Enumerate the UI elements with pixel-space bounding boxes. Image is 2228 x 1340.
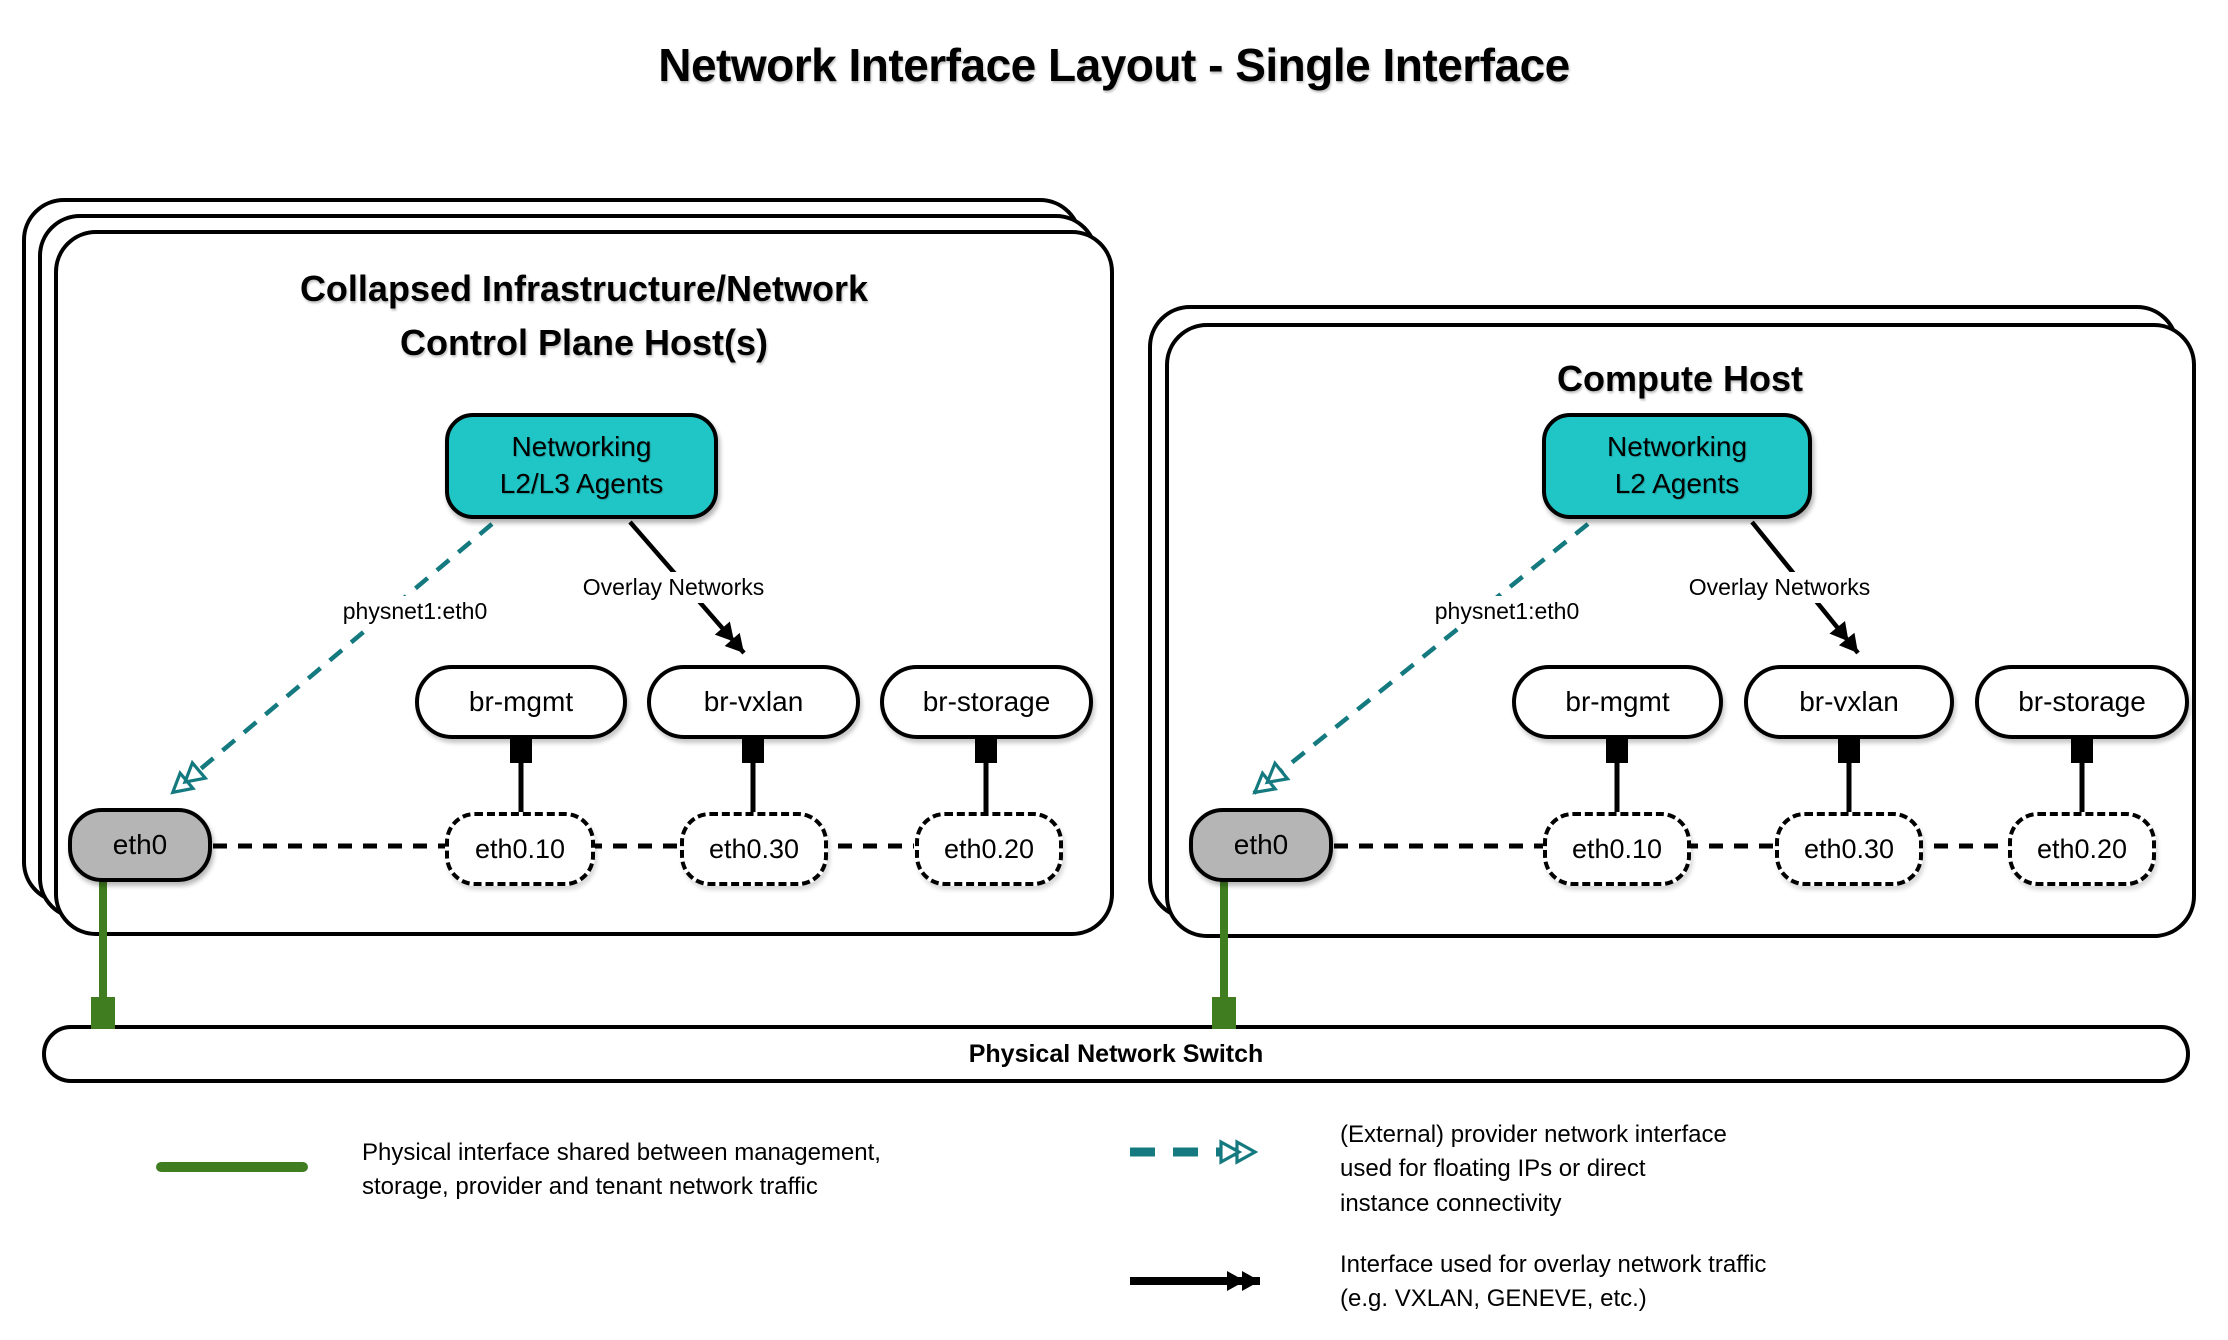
- physnet-label-control: physnet1:eth0: [300, 596, 530, 627]
- legend-physical-line-text: Physical interface shared between manage…: [362, 1139, 881, 1201]
- bridge-br-storage-control: br-storage: [880, 665, 1093, 739]
- bridge-port-square-icon: [2071, 739, 2093, 763]
- legend-physical-line-icon: [156, 1162, 308, 1172]
- bridge-br-storage-compute: br-storage: [1975, 665, 2189, 739]
- vlan-eth0-10-compute: eth0.10: [1543, 812, 1691, 886]
- vlan-eth0-10-control: eth0.10: [445, 812, 595, 886]
- networking-agents-box-compute: Networking L2 Agents: [1542, 413, 1812, 519]
- provider-network-arrow-control: [170, 522, 494, 795]
- physnet-label-compute: physnet1:eth0: [1392, 596, 1622, 627]
- eth0-box-control: eth0: [68, 808, 212, 882]
- bridge-port-square-icon: [975, 739, 997, 763]
- bridge-br-mgmt-control: br-mgmt: [415, 665, 627, 739]
- vlan-eth0-30-control: eth0.30: [680, 812, 828, 886]
- compute-host-title: Compute Host: [1557, 358, 1803, 399]
- switch-port-square-icon: [91, 997, 115, 1029]
- bridge-br-mgmt-compute: br-mgmt: [1512, 665, 1723, 739]
- bridge-port-square-icon: [742, 739, 764, 763]
- overlay-label-control: Overlay Networks: [552, 572, 795, 603]
- bridge-br-vxlan-control: br-vxlan: [647, 665, 860, 739]
- control-host-title: Collapsed Infrastructure/Network Control…: [299, 268, 869, 363]
- vlan-eth0-20-control: eth0.20: [915, 812, 1063, 886]
- legend-overlay-arrow-text: Interface used for overlay network traff…: [1340, 1251, 1767, 1313]
- page-title: Network Interface Layout - Single Interf…: [658, 39, 1570, 91]
- bridge-port-square-icon: [510, 739, 532, 763]
- legend-provider-arrow-text: (External) provider network interface us…: [1340, 1121, 1727, 1217]
- switch-port-square-icon: [1212, 997, 1236, 1029]
- eth0-box-compute: eth0: [1189, 808, 1333, 882]
- overlay-label-compute: Overlay Networks: [1658, 572, 1901, 603]
- bridge-br-vxlan-compute: br-vxlan: [1744, 665, 1954, 739]
- vlan-eth0-20-compute: eth0.20: [2008, 812, 2156, 886]
- provider-network-arrow-compute: [1252, 522, 1590, 795]
- networking-agents-box-control: Networking L2/L3 Agents: [445, 413, 718, 519]
- physical-network-switch-bar: Physical Network Switch: [42, 1025, 2190, 1083]
- bridge-port-square-icon: [1838, 739, 1860, 763]
- bridge-port-square-icon: [1606, 739, 1628, 763]
- vlan-eth0-30-compute: eth0.30: [1775, 812, 1923, 886]
